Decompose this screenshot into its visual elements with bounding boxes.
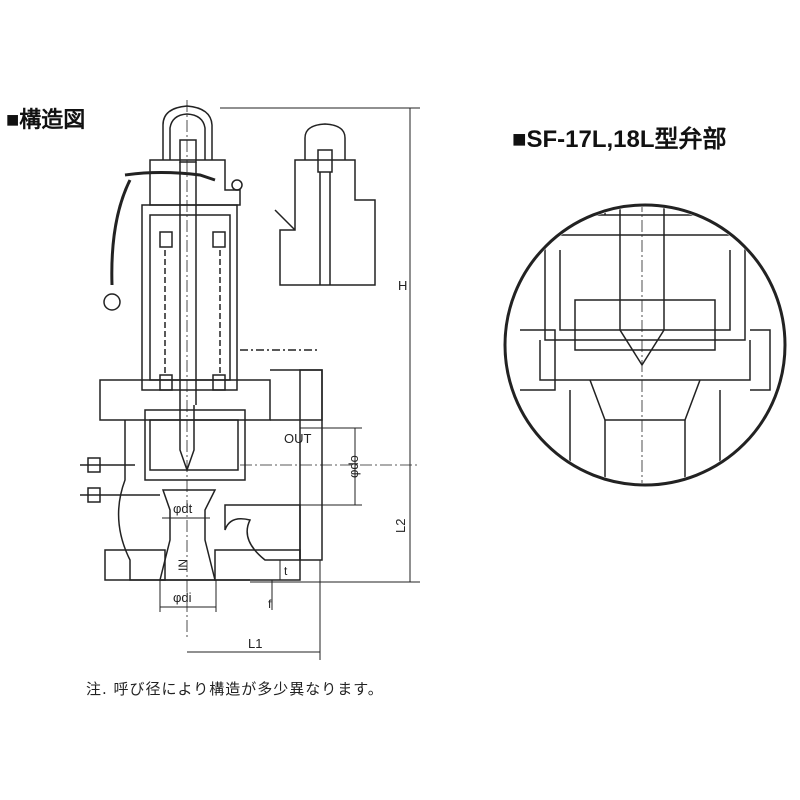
dim-L1: L1 <box>248 636 262 651</box>
structure-title: ■構造図 <box>6 107 86 132</box>
dimension-lines <box>159 107 420 660</box>
valve-detail-circle <box>503 203 787 487</box>
dim-L2: L2 <box>393 519 408 533</box>
dim-phi-do: φdo <box>346 455 361 478</box>
dim-phi-dt: φdt <box>173 501 193 516</box>
label-out: OUT <box>284 431 312 446</box>
note-text: 注. 呼び径により構造が多少異なります。 <box>86 680 384 698</box>
valve-detail-title: ■SF-17L,18L型弁部 <box>512 126 727 153</box>
dim-H: H <box>398 278 407 293</box>
dim-f: f <box>268 597 272 611</box>
dim-t: t <box>284 564 288 578</box>
main-valve <box>80 100 420 640</box>
label-in: IN <box>176 559 190 571</box>
dim-phi-di: φdi <box>173 590 192 605</box>
cap-inset <box>274 123 376 286</box>
